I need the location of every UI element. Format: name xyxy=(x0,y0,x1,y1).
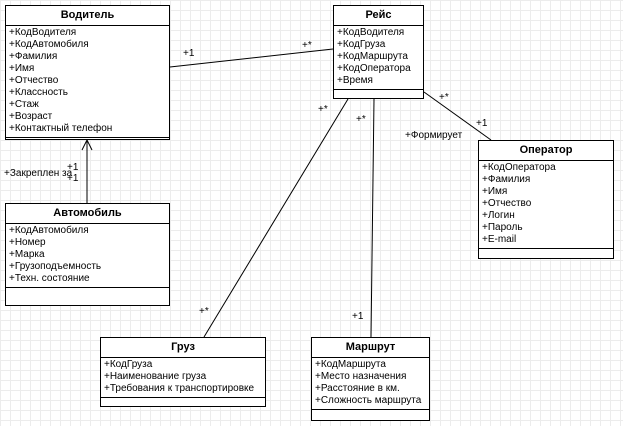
multiplicity-operator-end: +1 xyxy=(476,118,488,129)
attribute: +Наименование груза xyxy=(104,371,207,382)
driver-trip-association-line xyxy=(169,48,334,68)
attribute: +КодАвтомобиля xyxy=(9,225,89,236)
attribute: +КодГруза xyxy=(337,39,386,50)
class-route[interactable]: Маршрут +КодМаршрута +Место назначения +… xyxy=(311,337,430,421)
attribute: +Марка xyxy=(9,249,45,260)
trip-route-association-line xyxy=(370,98,375,338)
attribute: +Возраст xyxy=(9,111,53,122)
class-operator-attributes: +КодОператора +Фамилия +Имя +Отчество +Л… xyxy=(479,161,613,249)
attribute: +Номер xyxy=(9,237,46,248)
attribute: +Фамилия xyxy=(482,174,531,185)
multiplicity-car-driver-b: +1 xyxy=(67,173,79,184)
class-car-operations xyxy=(6,288,169,298)
attribute: +Место назначения xyxy=(315,371,407,382)
class-driver-attributes: +КодВодителя +КодАвтомобиля +Фамилия +Им… xyxy=(6,26,169,138)
class-route-operations xyxy=(312,410,429,420)
class-cargo-title: Груз xyxy=(101,338,265,358)
attribute: +Время xyxy=(337,75,373,86)
attribute: +Пароль xyxy=(482,222,523,233)
multiplicity-trip-end-driver: +* xyxy=(302,40,312,51)
attribute: +КодОператора xyxy=(482,162,556,173)
attribute: +Техн. состояние xyxy=(9,273,90,284)
attribute: +Классность xyxy=(9,87,68,98)
class-trip-attributes: +КодВодителя +КодГруза +КодМаршрута +Код… xyxy=(334,26,423,90)
attribute: +Требования к транспортировке xyxy=(104,383,255,394)
attribute: +КодМаршрута xyxy=(315,359,386,370)
class-driver-operations xyxy=(6,138,169,148)
attribute: +КодОператора xyxy=(337,63,411,74)
multiplicity-trip-end-cargo: +* xyxy=(318,104,328,115)
class-car[interactable]: Автомобиль +КодАвтомобиля +Номер +Марка … xyxy=(5,203,170,306)
attribute: +КодГруза xyxy=(104,359,153,370)
attribute: +КодВодителя xyxy=(9,27,77,38)
multiplicity-trip-end-route: +* xyxy=(356,114,366,125)
class-trip-operations xyxy=(334,90,423,100)
class-route-title: Маршрут xyxy=(312,338,429,358)
attribute: +E-mail xyxy=(482,234,517,245)
association-name-forms: +Формирует xyxy=(405,130,463,141)
class-cargo-operations xyxy=(101,398,265,408)
class-cargo[interactable]: Груз +КодГруза +Наименование груза +Треб… xyxy=(100,337,266,407)
attribute: +Имя xyxy=(482,186,508,197)
class-driver[interactable]: Водитель +КодВодителя +КодАвтомобиля +Фа… xyxy=(5,5,170,140)
attribute: +Контактный телефон xyxy=(9,123,113,134)
attribute: +Сложность маршрута xyxy=(315,395,422,406)
attribute: +Отчество xyxy=(9,75,59,86)
class-car-attributes: +КодАвтомобиля +Номер +Марка +Грузоподъе… xyxy=(6,224,169,288)
association-name-assigned-to: +Закреплен за xyxy=(4,168,73,179)
attribute: +Логин xyxy=(482,210,515,221)
attribute: +Расстояние в км. xyxy=(315,383,400,394)
trip-operator-association-line xyxy=(423,91,492,141)
class-trip-title: Рейс xyxy=(334,6,423,26)
class-operator-title: Оператор xyxy=(479,141,613,161)
car-driver-arrowhead xyxy=(81,138,93,151)
attribute: +КодМаршрута xyxy=(337,51,408,62)
attribute: +КодВодителя xyxy=(337,27,405,38)
class-route-attributes: +КодМаршрута +Место назначения +Расстоян… xyxy=(312,358,429,410)
attribute: +Грузоподъемность xyxy=(9,261,102,272)
attribute: +Стаж xyxy=(9,99,39,110)
class-car-title: Автомобиль xyxy=(6,204,169,224)
attribute: +Фамилия xyxy=(9,51,58,62)
multiplicity-driver-end: +1 xyxy=(183,48,195,59)
trip-cargo-association-line xyxy=(203,98,349,338)
attribute: +Имя xyxy=(9,63,35,74)
class-trip[interactable]: Рейс +КодВодителя +КодГруза +КодМаршрута… xyxy=(333,5,424,99)
class-operator[interactable]: Оператор +КодОператора +Фамилия +Имя +От… xyxy=(478,140,614,259)
attribute: +Отчество xyxy=(482,198,532,209)
attribute: +КодАвтомобиля xyxy=(9,39,89,50)
class-cargo-attributes: +КодГруза +Наименование груза +Требовани… xyxy=(101,358,265,398)
multiplicity-trip-end-operator: +* xyxy=(439,92,449,103)
multiplicity-car-driver-a: +1 xyxy=(67,162,79,173)
class-driver-title: Водитель xyxy=(6,6,169,26)
multiplicity-route-end: +1 xyxy=(352,311,364,322)
multiplicity-cargo-end: +* xyxy=(199,306,209,317)
class-operator-operations xyxy=(479,249,613,259)
